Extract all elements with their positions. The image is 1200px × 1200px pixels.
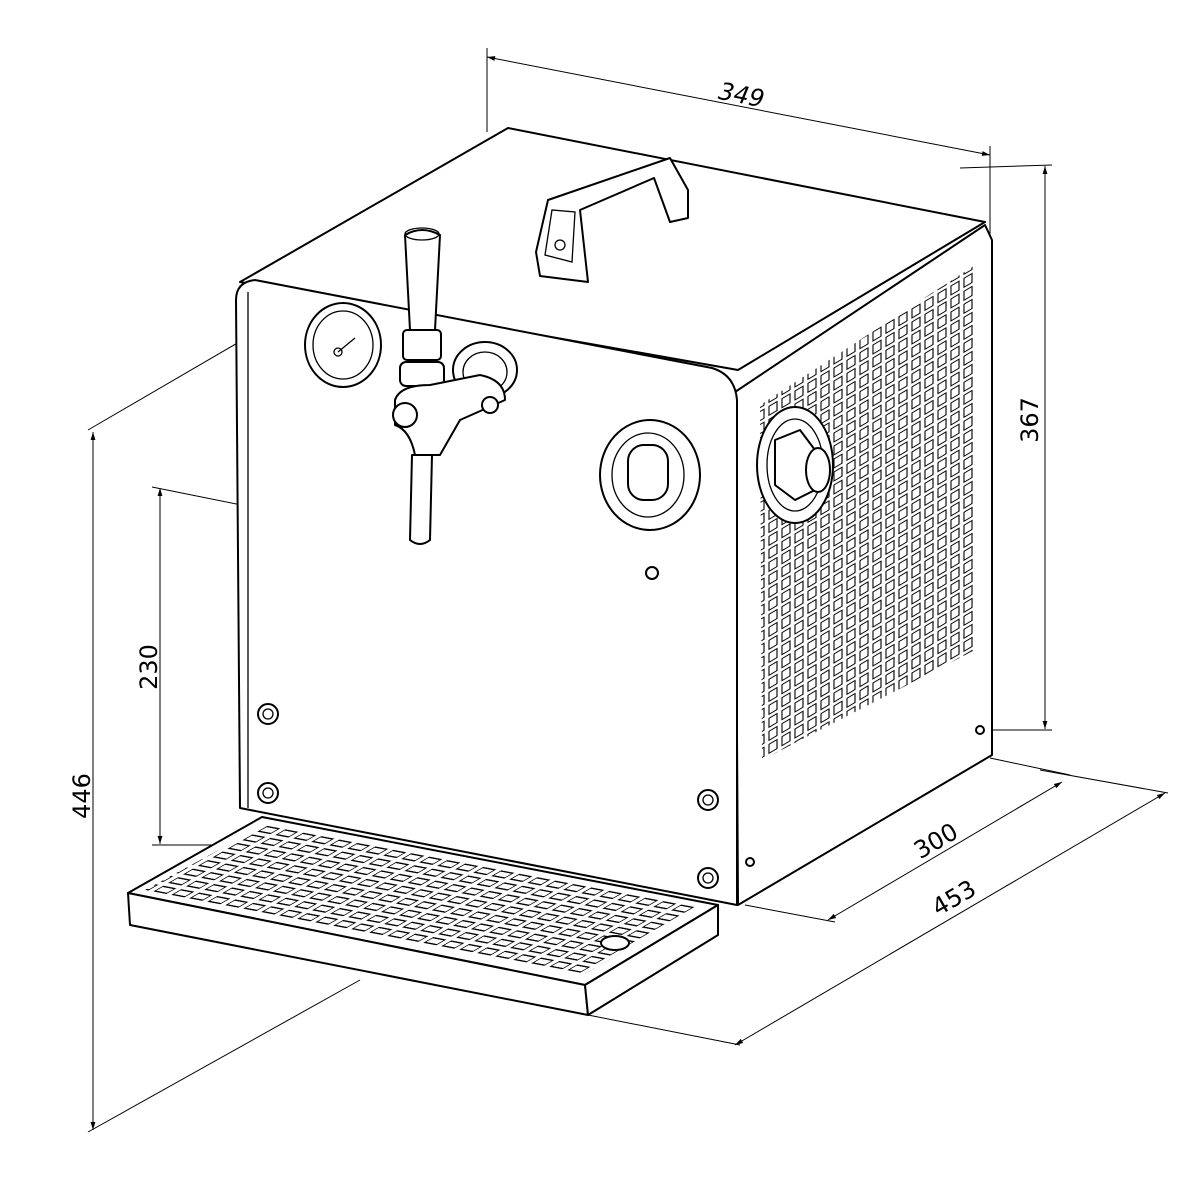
dim-line-349 [486,56,991,156]
front-fitting [599,419,701,580]
front-panel [235,279,738,906]
tap-handle [404,229,441,331]
dim-label-367: 367 [1016,397,1044,443]
dim-label-230: 230 [135,644,163,690]
dimension-lines [90,56,1166,1130]
dim-label-446: 446 [68,773,96,819]
dim-label-349: 349 [716,77,766,113]
tap-spout [409,454,433,545]
screws [257,703,985,889]
dim-label-300: 300 [909,817,963,864]
cooler-body [235,127,993,906]
drip-tray [127,816,719,1016]
vent-grille [760,265,975,760]
side-fitting [756,406,834,524]
carry-handle [535,157,689,283]
dim-label-453: 453 [927,874,981,921]
pressure-gauge [304,302,382,388]
dim-line-453 [734,792,1166,1046]
beer-tap [392,227,518,545]
